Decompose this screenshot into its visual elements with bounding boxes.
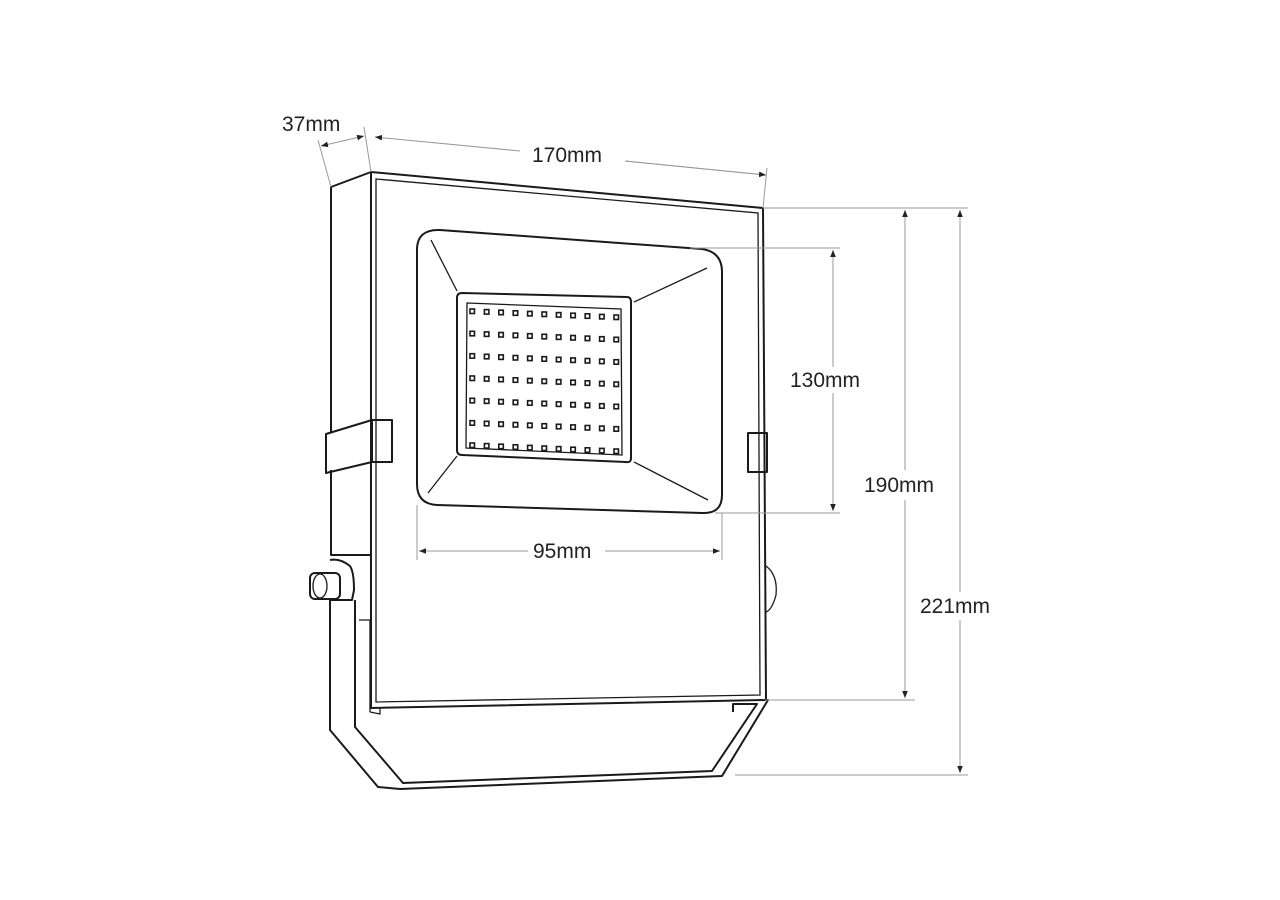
led-chip xyxy=(469,419,476,427)
mounting-bolt-icon xyxy=(309,558,355,601)
dimension-lines xyxy=(317,126,968,776)
led-chip xyxy=(541,378,548,385)
led-chip xyxy=(512,354,519,361)
led-chip xyxy=(613,425,620,433)
led-chip xyxy=(598,402,605,410)
led-chip xyxy=(541,311,548,318)
led-chip xyxy=(497,443,505,450)
led-chip xyxy=(469,330,476,337)
led-chip xyxy=(497,421,505,428)
led-chip xyxy=(483,398,490,405)
led-chip xyxy=(526,332,533,340)
led-chip xyxy=(541,422,548,430)
led-chip xyxy=(497,331,505,338)
led-chip xyxy=(555,423,562,430)
led-chip xyxy=(598,335,605,343)
led-chip xyxy=(584,335,591,342)
led-chip xyxy=(483,442,490,449)
right-clip xyxy=(747,432,768,473)
led-chip xyxy=(613,358,620,366)
led-chip xyxy=(526,444,533,451)
led-chip xyxy=(483,308,490,315)
led-chip xyxy=(541,400,548,407)
front-housing xyxy=(370,171,767,709)
led-chip xyxy=(541,355,548,363)
led-chip xyxy=(497,398,505,405)
lens-frame xyxy=(416,228,723,515)
led-chip xyxy=(555,378,562,385)
led-chip xyxy=(497,376,505,383)
led-chip xyxy=(569,379,577,386)
led-chip xyxy=(569,312,577,319)
led-chip xyxy=(512,399,519,406)
led-chip xyxy=(512,421,519,428)
led-chip xyxy=(469,442,476,449)
led-chip xyxy=(483,375,490,382)
floodlight-drawing xyxy=(309,171,777,790)
led-chip xyxy=(512,376,519,384)
led-chip xyxy=(555,334,562,341)
side-knob xyxy=(765,565,777,613)
width-label: 170mm xyxy=(532,144,602,167)
led-chip xyxy=(584,379,591,387)
led-chip xyxy=(584,424,591,431)
led-chip xyxy=(555,445,562,452)
led-chip xyxy=(512,332,519,339)
depth-label: 37mm xyxy=(282,113,340,136)
left-clip xyxy=(325,419,393,474)
bracket-inner xyxy=(359,619,381,715)
led-chip xyxy=(569,334,577,341)
mounting-bracket xyxy=(329,600,769,790)
led-chip xyxy=(598,313,605,320)
led-chip xyxy=(613,314,620,321)
led-chip xyxy=(526,377,533,384)
led-board xyxy=(456,292,632,464)
led-chip xyxy=(613,403,620,410)
led-chip xyxy=(526,310,533,317)
lens-diagonals xyxy=(427,239,709,501)
led-chip xyxy=(569,401,577,408)
led-chip xyxy=(526,422,533,429)
led-chip xyxy=(469,397,476,404)
led-array xyxy=(469,308,620,455)
led-chip xyxy=(483,353,490,360)
led-chip xyxy=(598,447,605,454)
led-chip xyxy=(469,352,476,360)
led-chip xyxy=(584,312,591,320)
led-chip xyxy=(569,446,577,453)
led-chip xyxy=(469,308,476,315)
led-chip xyxy=(584,402,591,409)
led-chip xyxy=(598,380,605,387)
lens-width-label: 95mm xyxy=(533,540,591,563)
front-housing-inner xyxy=(375,178,761,703)
led-chip xyxy=(569,357,577,364)
led-chip xyxy=(541,445,548,452)
led-chip xyxy=(555,311,562,318)
body-height-label: 190mm xyxy=(864,474,934,497)
led-chip xyxy=(569,424,577,431)
led-chip xyxy=(613,448,620,455)
led-chip xyxy=(483,331,490,338)
led-chip xyxy=(584,446,591,454)
led-chip xyxy=(584,357,591,364)
led-board-inner xyxy=(465,302,623,456)
led-chip xyxy=(512,309,519,317)
led-chip xyxy=(497,354,505,361)
led-chip xyxy=(598,358,605,365)
side-panel xyxy=(330,171,372,556)
total-height-label: 221mm xyxy=(920,595,990,618)
led-chip xyxy=(555,356,562,363)
led-chip xyxy=(483,420,490,427)
led-chip xyxy=(541,333,548,340)
led-chip xyxy=(613,381,620,388)
led-chip xyxy=(613,336,620,343)
led-chip xyxy=(526,399,533,407)
led-chip xyxy=(598,425,605,432)
led-chip xyxy=(512,443,519,451)
led-chip xyxy=(469,375,476,382)
lens-height-label: 130mm xyxy=(790,369,860,392)
led-chip xyxy=(526,355,533,362)
led-chip xyxy=(555,401,562,408)
led-chip xyxy=(497,309,505,316)
